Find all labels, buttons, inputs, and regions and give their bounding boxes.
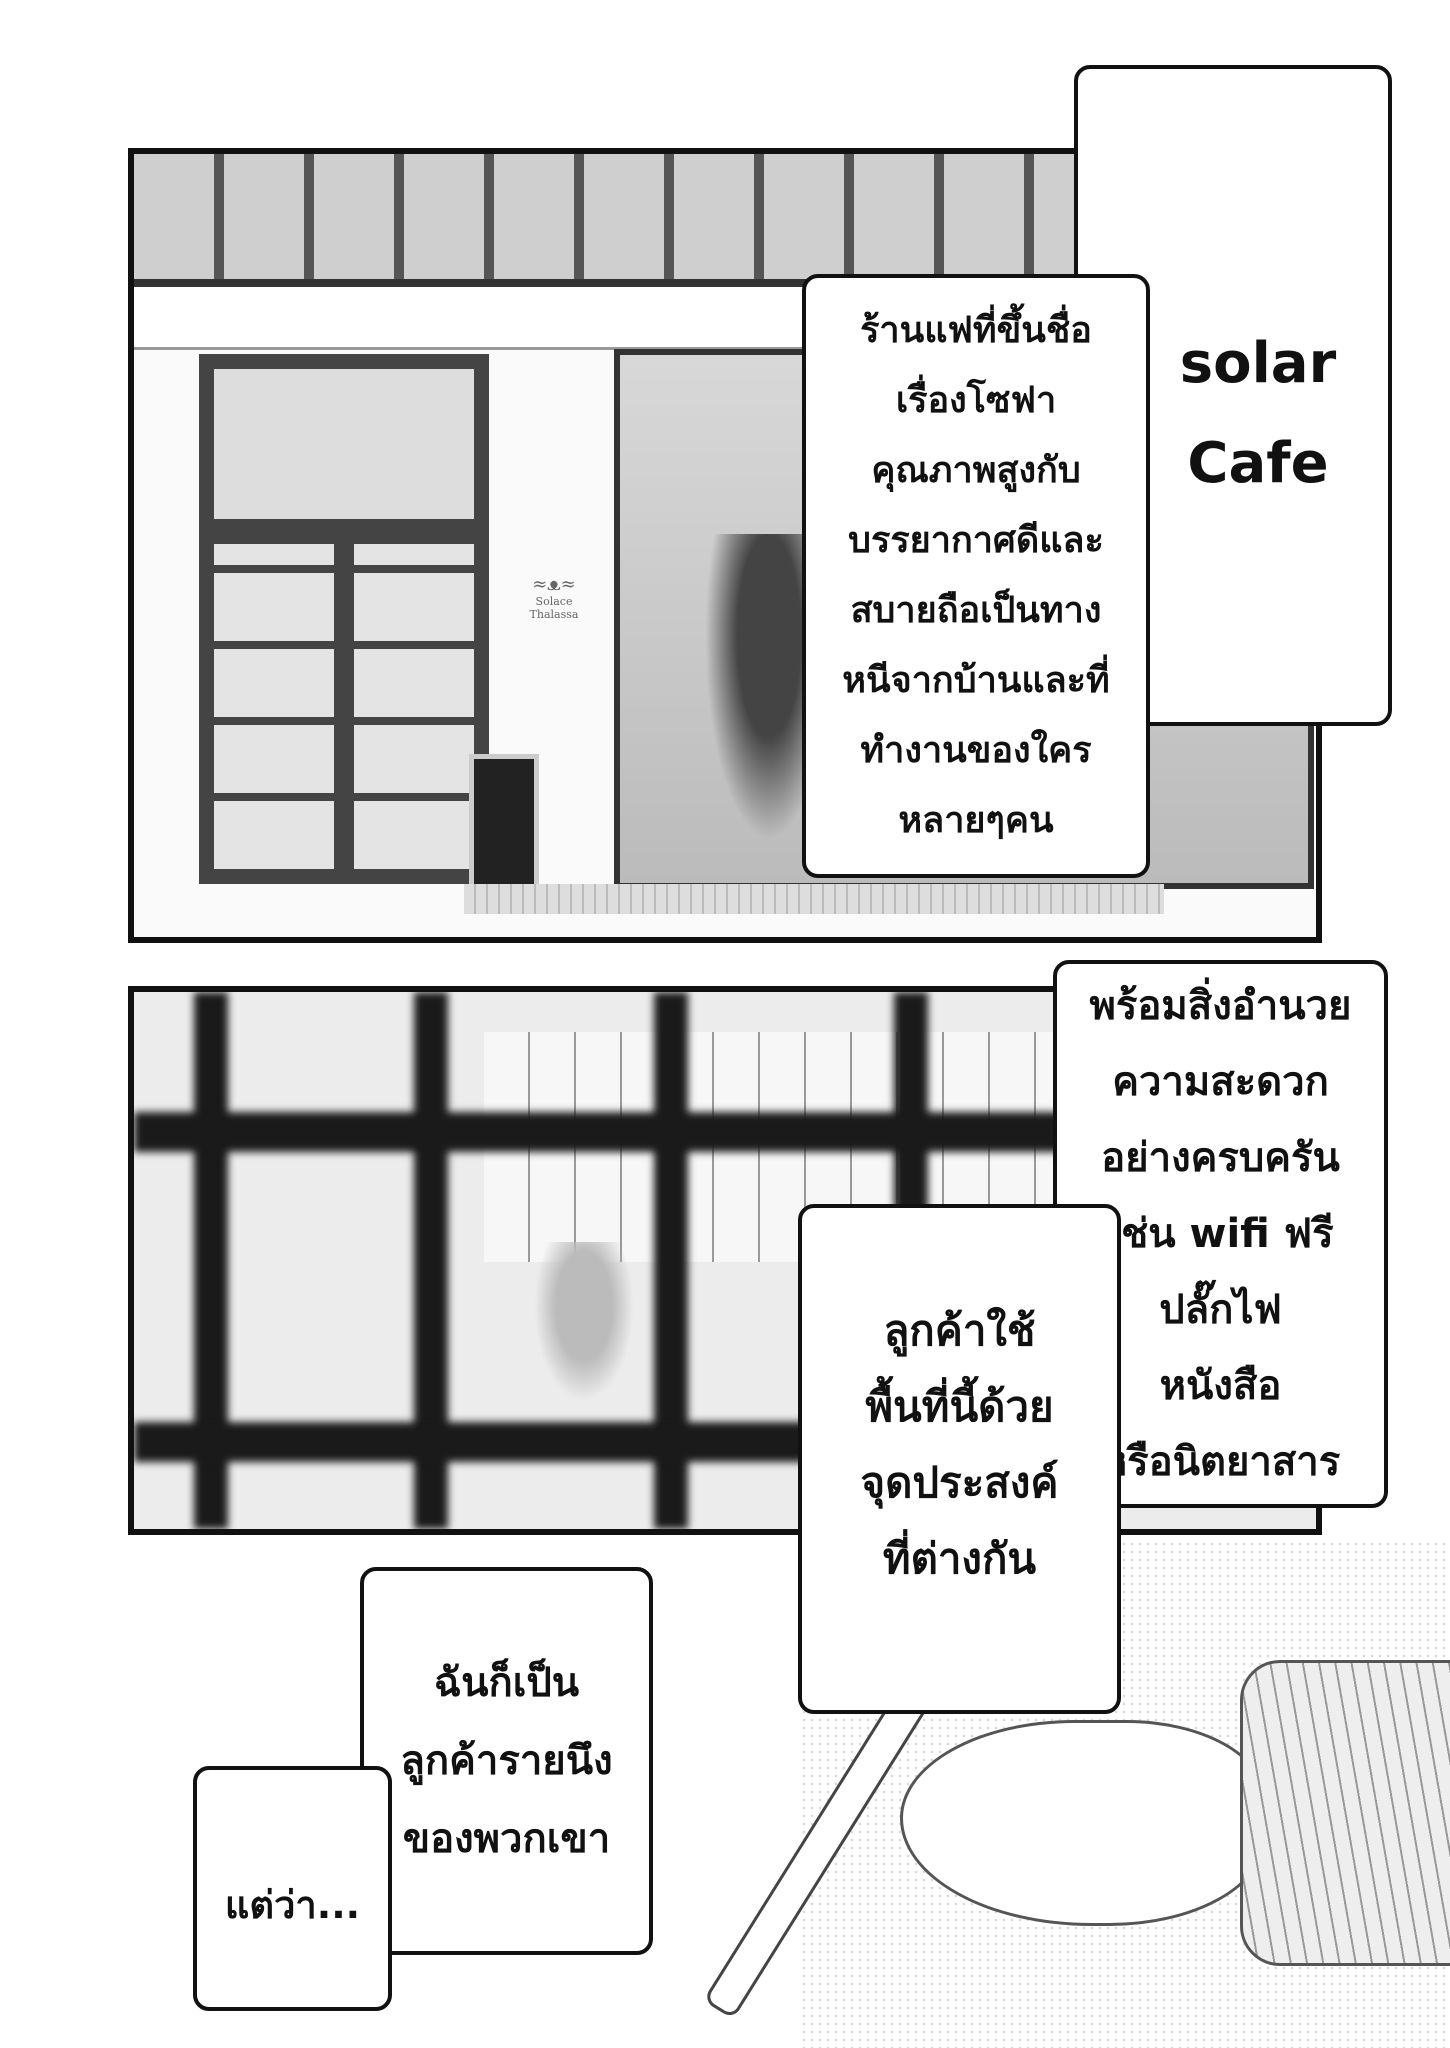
sweater-sleeve <box>1240 1660 1450 1966</box>
double-door <box>199 354 489 884</box>
a-frame-sign <box>469 754 539 894</box>
girl-at-table <box>534 1242 634 1402</box>
cafe-logo-sign: ≈ᴥ≈ Solace Thalassa <box>504 574 604 621</box>
but-box: แต่ว่า... <box>193 1766 392 2011</box>
narration-box: ฉันก็เป็น ลูกค้ารายนึง ของพวกเขา <box>360 1567 653 1955</box>
hand <box>900 1720 1266 1926</box>
deck <box>464 884 1164 914</box>
cat-whiskers-icon: ≈ᴥ≈ <box>532 574 576 595</box>
cafe-description-box: ร้านแฟที่ขึ้นชื่อ เรื่องโซฟา คุณภาพสูงกั… <box>802 274 1150 878</box>
customers-box: ลูกค้าใช้ พื้นที่นี้ด้วย จุดประสงค์ ที่ต… <box>798 1204 1121 1714</box>
